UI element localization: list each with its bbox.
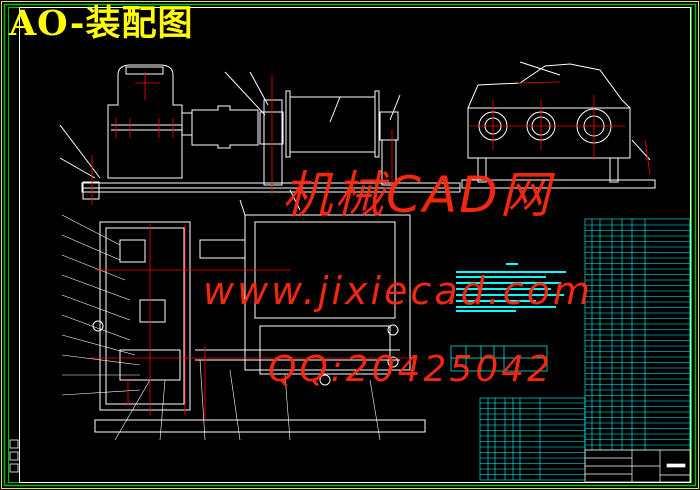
margin-ticks <box>9 439 19 473</box>
watermark-site-name: 机械CAD网 <box>282 166 552 224</box>
drawing-title: AO-装配图 <box>9 3 194 44</box>
plan-view <box>92 199 426 433</box>
parts-list-table <box>479 218 691 481</box>
plan-view-centerlines <box>90 225 410 420</box>
front-view <box>59 64 461 211</box>
technical-requirements <box>456 263 566 312</box>
green-frame-inner <box>8 7 692 483</box>
green-frame <box>3 3 697 487</box>
front-view-centerlines <box>91 72 393 205</box>
plan-view-leaders <box>61 214 381 441</box>
watermark-qq: QQ:20425042 <box>268 349 554 390</box>
watermark-url: www.jixiecad.com <box>203 269 593 313</box>
side-view-centerlines <box>470 81 651 176</box>
parameter-table <box>450 345 548 372</box>
title-block <box>584 449 691 483</box>
